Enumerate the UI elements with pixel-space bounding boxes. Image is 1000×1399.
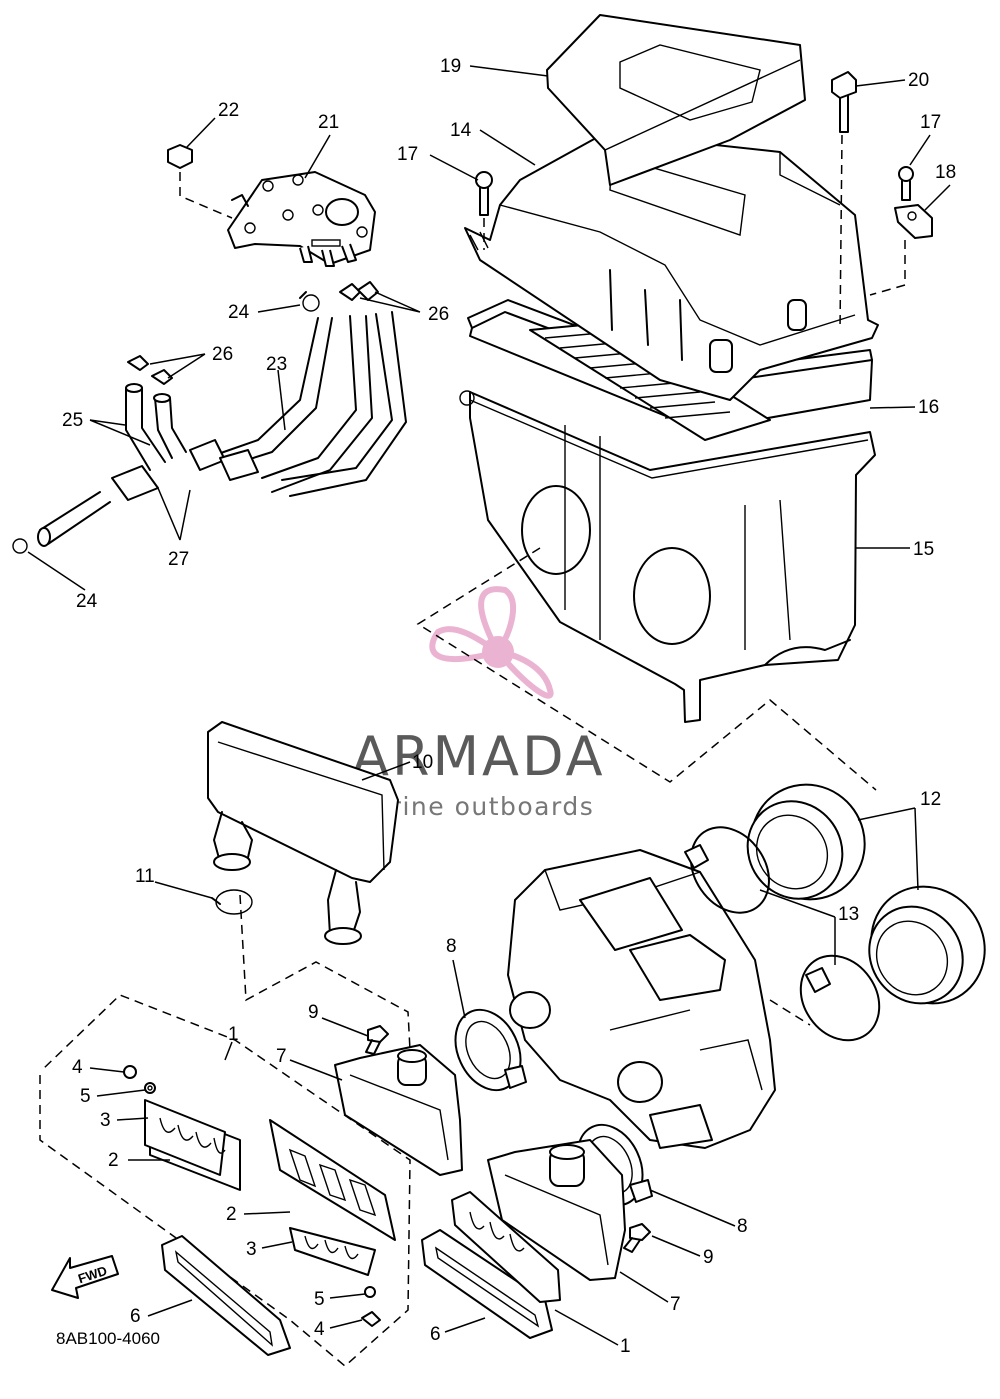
- duct-clamp-13-lower: [799, 954, 881, 1042]
- reed-valve-1-lower: [451, 1191, 561, 1303]
- alignment-line-airbox: [416, 547, 877, 791]
- bolt-17-right: [898, 166, 914, 201]
- callout-17-right: 17: [920, 112, 941, 133]
- callout-4-upper: 4: [72, 1057, 83, 1078]
- callout-2-right: 2: [226, 1204, 237, 1225]
- clip-24-top: [299, 291, 320, 312]
- callout-9-lower: 9: [703, 1247, 714, 1268]
- callout-13: 13: [838, 904, 859, 925]
- gasket-6-right: [421, 1229, 553, 1339]
- hose-clips-26: [127, 281, 379, 385]
- callout-3-right: 3: [246, 1239, 257, 1260]
- fuel-hoses-23: [189, 311, 407, 497]
- callout-17-left: 17: [397, 144, 418, 165]
- air-box-lid-19: [546, 14, 806, 186]
- callout-9-upper: 9: [308, 1002, 319, 1023]
- leader-lines: [27, 65, 951, 1346]
- fuel-joint-27: [37, 465, 159, 547]
- callout-12: 12: [920, 789, 941, 810]
- callout-19: 19: [440, 56, 461, 77]
- diagram-code: 8AB100-4060: [56, 1329, 160, 1348]
- alignment-line-intake: [239, 894, 411, 1051]
- forward-direction-arrow: FWD: [51, 1255, 119, 1299]
- air-filter-case-15: [459, 390, 876, 723]
- callout-7-lower: 7: [670, 1294, 681, 1315]
- callout-10: 10: [412, 752, 433, 773]
- callout-16: 16: [918, 397, 939, 418]
- callout-25: 25: [62, 410, 83, 431]
- air-duct-12-upper: [746, 783, 866, 901]
- callout-5-lower: 5: [314, 1289, 325, 1310]
- callout-14: 14: [450, 120, 472, 141]
- callout-22: 22: [218, 100, 239, 121]
- reed-valve-2-right: [269, 1119, 396, 1241]
- air-duct-12-lower: [868, 885, 986, 1005]
- intake-manifold-7-upper: [334, 1044, 463, 1176]
- armada-logo: [429, 586, 554, 699]
- callout-numbers: 19 14 17 20 17 18 16 15 22 21 24 26 26 2…: [62, 56, 956, 1357]
- clamp-18: [869, 204, 933, 296]
- bolt-9-lower: [623, 1223, 651, 1253]
- intake-silencer-10: [207, 721, 399, 945]
- clip-24-bottom: [12, 538, 28, 554]
- gasket-6-left: [161, 1235, 291, 1356]
- callout-21: 21: [318, 112, 339, 133]
- bolt-9-upper: [365, 1025, 389, 1055]
- callout-2-left: 2: [108, 1150, 119, 1171]
- callout-26-left: 26: [212, 344, 233, 365]
- air-filter-element: [529, 321, 771, 441]
- callout-6-left: 6: [130, 1306, 141, 1327]
- hose-clamp-11: [211, 889, 253, 915]
- reed-stopper-3-left: [144, 1099, 226, 1176]
- reed-valve-kit-outline-1: [39, 994, 411, 1367]
- callout-26-top: 26: [428, 304, 449, 325]
- callout-4-lower: 4: [314, 1319, 325, 1340]
- air-box-cover-14: [464, 132, 879, 401]
- callout-27: 27: [168, 549, 189, 570]
- bolt-20: [831, 71, 857, 331]
- callout-11: 11: [135, 866, 155, 887]
- intake-manifold-7-lower: [487, 1139, 626, 1281]
- callout-23: 23: [266, 354, 287, 375]
- callout-8-upper: 8: [446, 936, 457, 957]
- carburetor-assembly: [507, 849, 776, 1149]
- callout-1-upper: 1: [228, 1024, 239, 1045]
- callout-8-lower: 8: [737, 1216, 748, 1237]
- callout-15: 15: [913, 539, 934, 560]
- bolt-17-left: [475, 171, 493, 250]
- joint-hoses-25: [125, 383, 187, 471]
- callout-7-upper: 7: [276, 1046, 287, 1067]
- carb-joint-8-upper: [454, 1008, 527, 1092]
- callout-24-top: 24: [228, 302, 250, 323]
- reed-stopper-3-right: [289, 1227, 376, 1276]
- callout-3-left: 3: [100, 1110, 111, 1131]
- callout-5-upper: 5: [80, 1086, 91, 1107]
- callout-6-right: 6: [430, 1324, 441, 1345]
- callout-18: 18: [935, 162, 956, 183]
- watermark-brand: ARMADA: [352, 725, 606, 788]
- callout-24-bottom: 24: [76, 591, 98, 612]
- fuel-pump-21: [227, 171, 376, 267]
- callout-1-lower: 1: [620, 1336, 631, 1357]
- duct-clamp-13-upper: [684, 826, 770, 914]
- screws-4-5: [123, 1065, 381, 1327]
- callout-20: 20: [908, 70, 929, 91]
- alignment-line-carb: [769, 999, 811, 1026]
- nut-22: [167, 144, 233, 219]
